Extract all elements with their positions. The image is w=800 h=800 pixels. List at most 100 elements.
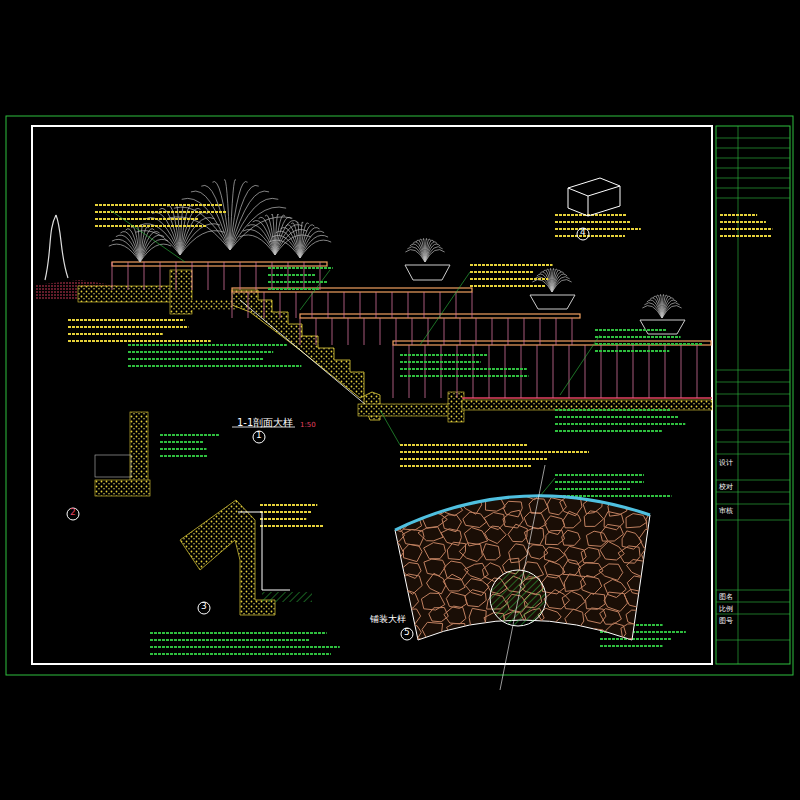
drawing-line [180, 224, 220, 255]
drawing-line [440, 292, 441, 318]
drawing-line [150, 653, 331, 655]
drawing-line [264, 292, 265, 318]
drawing-label: 审核 [719, 508, 733, 516]
drawing-line [291, 223, 300, 258]
drawing-line [400, 368, 527, 370]
paving-stone [484, 480, 505, 500]
paving-stone [586, 593, 606, 609]
paving-stone [647, 579, 669, 593]
drawing-line [569, 345, 570, 398]
paving-stone [645, 495, 665, 512]
drawing-line [470, 285, 546, 287]
drawing-line [400, 375, 528, 377]
drawing-line [600, 638, 671, 640]
drawing-line [160, 434, 219, 436]
callout-number: 3 [201, 602, 207, 612]
paving-stone [400, 479, 423, 496]
paving-stone [438, 483, 463, 497]
drawing-line [716, 430, 790, 431]
drawing-line [555, 488, 631, 490]
drawing-line [300, 318, 301, 345]
drawing-line [595, 336, 681, 338]
drawing-line [441, 345, 442, 398]
drawing-line [400, 354, 487, 356]
drawing-line [272, 214, 275, 255]
paving-stone [403, 529, 425, 546]
drawing-line [150, 646, 340, 648]
drawing-line [716, 602, 790, 603]
paving-stone [384, 594, 406, 611]
drawing-line [248, 292, 249, 318]
drawing-line [420, 272, 470, 345]
drawing-line [212, 181, 230, 250]
drawing-line [473, 345, 474, 398]
drawing-line [649, 345, 650, 398]
drawing-line [656, 295, 662, 318]
drawing-line [665, 345, 666, 398]
paving-stone [566, 641, 586, 656]
paving-stone [504, 466, 526, 483]
paving-stone [581, 548, 600, 563]
paving-stone [581, 575, 602, 594]
drawing-line [553, 345, 554, 398]
drawing-line [555, 409, 670, 411]
paving-stone [482, 465, 500, 481]
drawing-line [425, 247, 443, 262]
drawing-line [150, 632, 327, 634]
drawing-label: 图号 [719, 618, 733, 626]
drawing-line [470, 264, 553, 266]
drawing-line [601, 345, 602, 398]
drawing-line [268, 288, 320, 290]
drawing-line [662, 306, 682, 318]
drawing-line [160, 455, 208, 457]
paving-stone [600, 609, 622, 625]
drawing-line [489, 345, 490, 398]
drawing-line [716, 454, 790, 455]
drawing-line [552, 280, 572, 292]
paving-stone [499, 480, 522, 496]
drawing-line [555, 481, 644, 483]
drawing-line [224, 180, 230, 250]
paving-stone [418, 527, 443, 541]
drawing-line [555, 474, 644, 476]
drawing-line [540, 318, 541, 345]
drawing-line [555, 423, 685, 425]
drawing-line [280, 292, 281, 318]
paving-stone [503, 501, 522, 517]
drawing-line [247, 225, 275, 255]
paving-stone [383, 497, 408, 515]
drawing-line [360, 292, 361, 318]
drawing-line [260, 525, 324, 527]
paving-stone [401, 497, 424, 514]
paving-stone [642, 546, 662, 563]
drawing-line [409, 345, 410, 398]
paving-stone [567, 480, 589, 498]
paving-stone [484, 624, 505, 642]
drawing-line [112, 262, 113, 290]
drawing-line [348, 318, 349, 345]
drawing-line [595, 350, 669, 352]
drawing-line [110, 210, 185, 262]
paving-stone [585, 608, 606, 623]
drawing-line [716, 504, 790, 505]
drawing-line [396, 318, 397, 345]
drawing-line [716, 138, 790, 139]
paving-stone [582, 481, 599, 500]
drawing-line [95, 204, 222, 206]
paving-stone [646, 565, 665, 580]
drawing-line [144, 262, 145, 290]
paving-stone [626, 514, 647, 528]
paving-stone [627, 576, 649, 595]
drawing-label: 校对 [719, 484, 733, 492]
paving-stone [504, 640, 523, 655]
callout-number: 5 [404, 628, 410, 638]
drawing-line [572, 318, 573, 345]
paving-stone [443, 466, 467, 485]
drawing-line [128, 262, 129, 290]
paving-stone [562, 591, 585, 609]
paving-stone [604, 479, 626, 496]
drawing-line [140, 239, 168, 262]
paving-stone [486, 494, 506, 512]
paving-stone [424, 543, 446, 559]
